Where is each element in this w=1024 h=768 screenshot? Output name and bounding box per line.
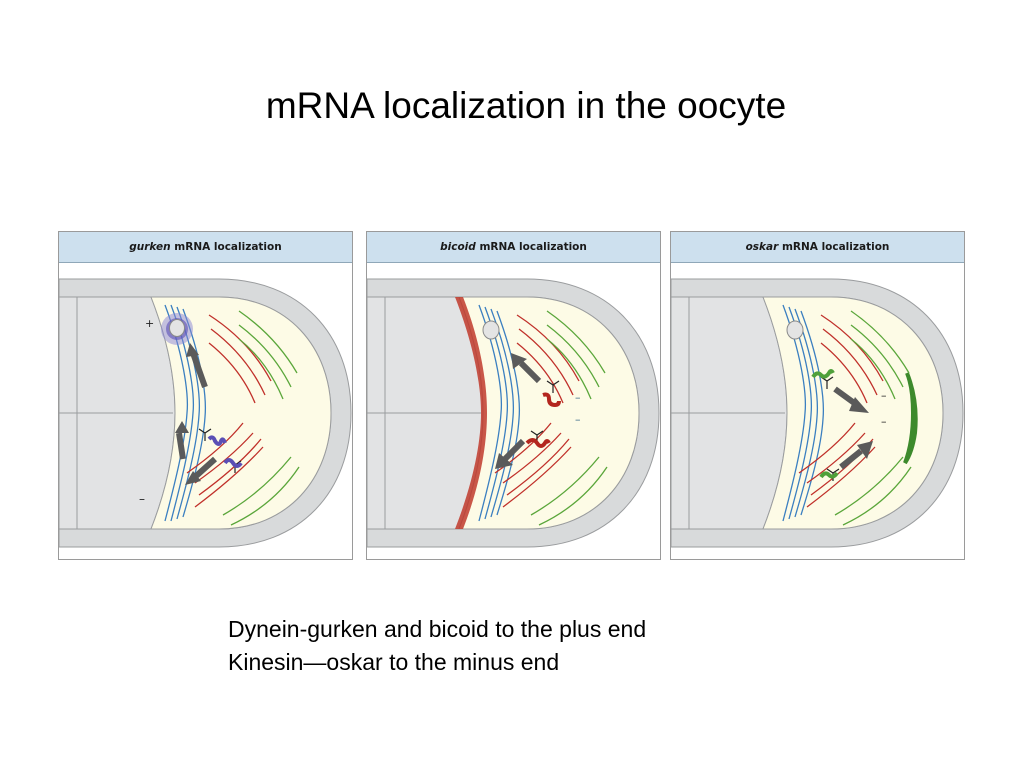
transport-arrow-head	[186, 343, 199, 357]
green-microtubule	[546, 324, 600, 388]
transport-arrow	[192, 456, 218, 480]
oocyte-nucleus	[482, 320, 500, 340]
caption: Dynein-gurken and bicoid to the plus end…	[228, 613, 646, 679]
green-microtubule	[850, 310, 910, 374]
transport-arrow	[190, 352, 208, 388]
transport-arrow-head	[175, 421, 189, 433]
transport-arrow	[839, 448, 863, 470]
red-microtubule	[194, 446, 264, 508]
red-microtubule	[822, 328, 878, 396]
panel-header-oskar: oskar mRNA localization	[671, 232, 964, 263]
panel-bicoid: bicoid mRNA localization	[366, 231, 661, 560]
oocyte-nucleus	[169, 319, 185, 337]
transport-arrow-head	[185, 471, 201, 485]
red-microtubule	[820, 342, 868, 404]
red-microtubule	[806, 446, 876, 508]
oskar-mrna-icon	[811, 369, 835, 379]
gurken-mrna-icon	[223, 458, 243, 468]
plus-end-label: +	[145, 317, 154, 330]
transport-arrow-head	[857, 441, 873, 459]
gene-name: bicoid	[440, 241, 476, 253]
anterior-microtubule	[788, 306, 812, 520]
anterior-microtubule	[782, 304, 806, 522]
green-microtubule	[538, 466, 608, 526]
oocyte-nucleus	[786, 320, 804, 340]
anterior-microtubule	[800, 310, 824, 516]
anterior-microtubule	[484, 306, 508, 520]
bicoid-mrna-icon	[542, 392, 561, 408]
minus-end-label: –	[575, 391, 581, 404]
green-microtubule	[842, 466, 912, 526]
green-microtubule	[238, 324, 292, 388]
header-suffix: mRNA localization	[475, 241, 587, 253]
red-microtubule	[516, 342, 564, 404]
panel-oskar: oskar mRNA localization	[670, 231, 965, 560]
minus-end-label: –	[575, 413, 581, 426]
transport-arrow	[502, 438, 526, 462]
red-microtubule	[186, 422, 244, 474]
transport-arrow	[518, 360, 542, 384]
panel-header-gurken: gurken mRNA localization	[59, 232, 352, 263]
anterior-microtubule	[182, 308, 206, 518]
green-microtubule	[834, 456, 904, 516]
green-microtubule	[238, 310, 298, 374]
red-microtubule	[798, 422, 856, 474]
green-microtubule	[530, 456, 600, 516]
minus-end-label: –	[139, 492, 145, 506]
caption-line-dynein: Dynein-gurken and bicoid to the plus end	[228, 616, 647, 642]
oskar-diagram: – –	[671, 278, 964, 548]
green-microtubule	[238, 338, 284, 400]
slide-title: mRNA localization in the oocyte	[265, 85, 787, 126]
green-microtubule	[222, 456, 292, 516]
green-microtubule	[850, 324, 904, 388]
red-microtubule	[198, 438, 262, 496]
header-suffix: mRNA localization	[170, 241, 282, 253]
anterior-microtubule	[478, 304, 502, 522]
transport-arrow	[176, 432, 186, 460]
green-microtubule	[546, 338, 592, 400]
transport-arrow-head	[849, 397, 869, 413]
anterior-microtubule	[490, 308, 514, 518]
red-microtubule	[518, 328, 574, 396]
green-microtubule	[850, 338, 896, 400]
gurken-diagram: + –	[59, 278, 352, 548]
red-microtubule	[210, 328, 266, 396]
anterior-microtubule	[164, 304, 188, 522]
anterior-microtubule	[794, 308, 818, 518]
minus-end-label: –	[881, 389, 887, 402]
gurken-mrna-icon	[207, 435, 227, 446]
panel-gurken: gurken mRNA localization	[58, 231, 353, 560]
red-microtubule	[502, 446, 572, 508]
red-microtubule	[502, 432, 562, 484]
red-microtubule	[806, 432, 866, 484]
header-suffix: mRNA localization	[778, 241, 890, 253]
minus-end-label: –	[881, 415, 887, 428]
anterior-microtubule	[170, 304, 194, 522]
transport-arrow-head	[511, 353, 527, 369]
green-microtubule	[546, 310, 606, 374]
red-microtubule	[208, 342, 256, 404]
bicoid-anterior-localization	[455, 297, 487, 529]
gene-name: gurken	[129, 241, 171, 253]
transport-arrow-head	[495, 453, 513, 469]
panel-header-bicoid: bicoid mRNA localization	[367, 232, 660, 263]
oskar-mrna-icon	[819, 471, 839, 479]
gene-name: oskar	[745, 241, 779, 253]
red-microtubule	[494, 422, 552, 474]
bicoid-diagram: – –	[367, 278, 660, 548]
red-microtubule	[506, 438, 570, 496]
bicoid-mrna-icon	[525, 438, 551, 448]
green-microtubule	[230, 466, 300, 526]
caption-line-kinesin: Kinesin—oskar to the minus end	[228, 649, 560, 675]
oskar-posterior-localization	[903, 372, 918, 465]
anterior-microtubule	[496, 310, 520, 516]
